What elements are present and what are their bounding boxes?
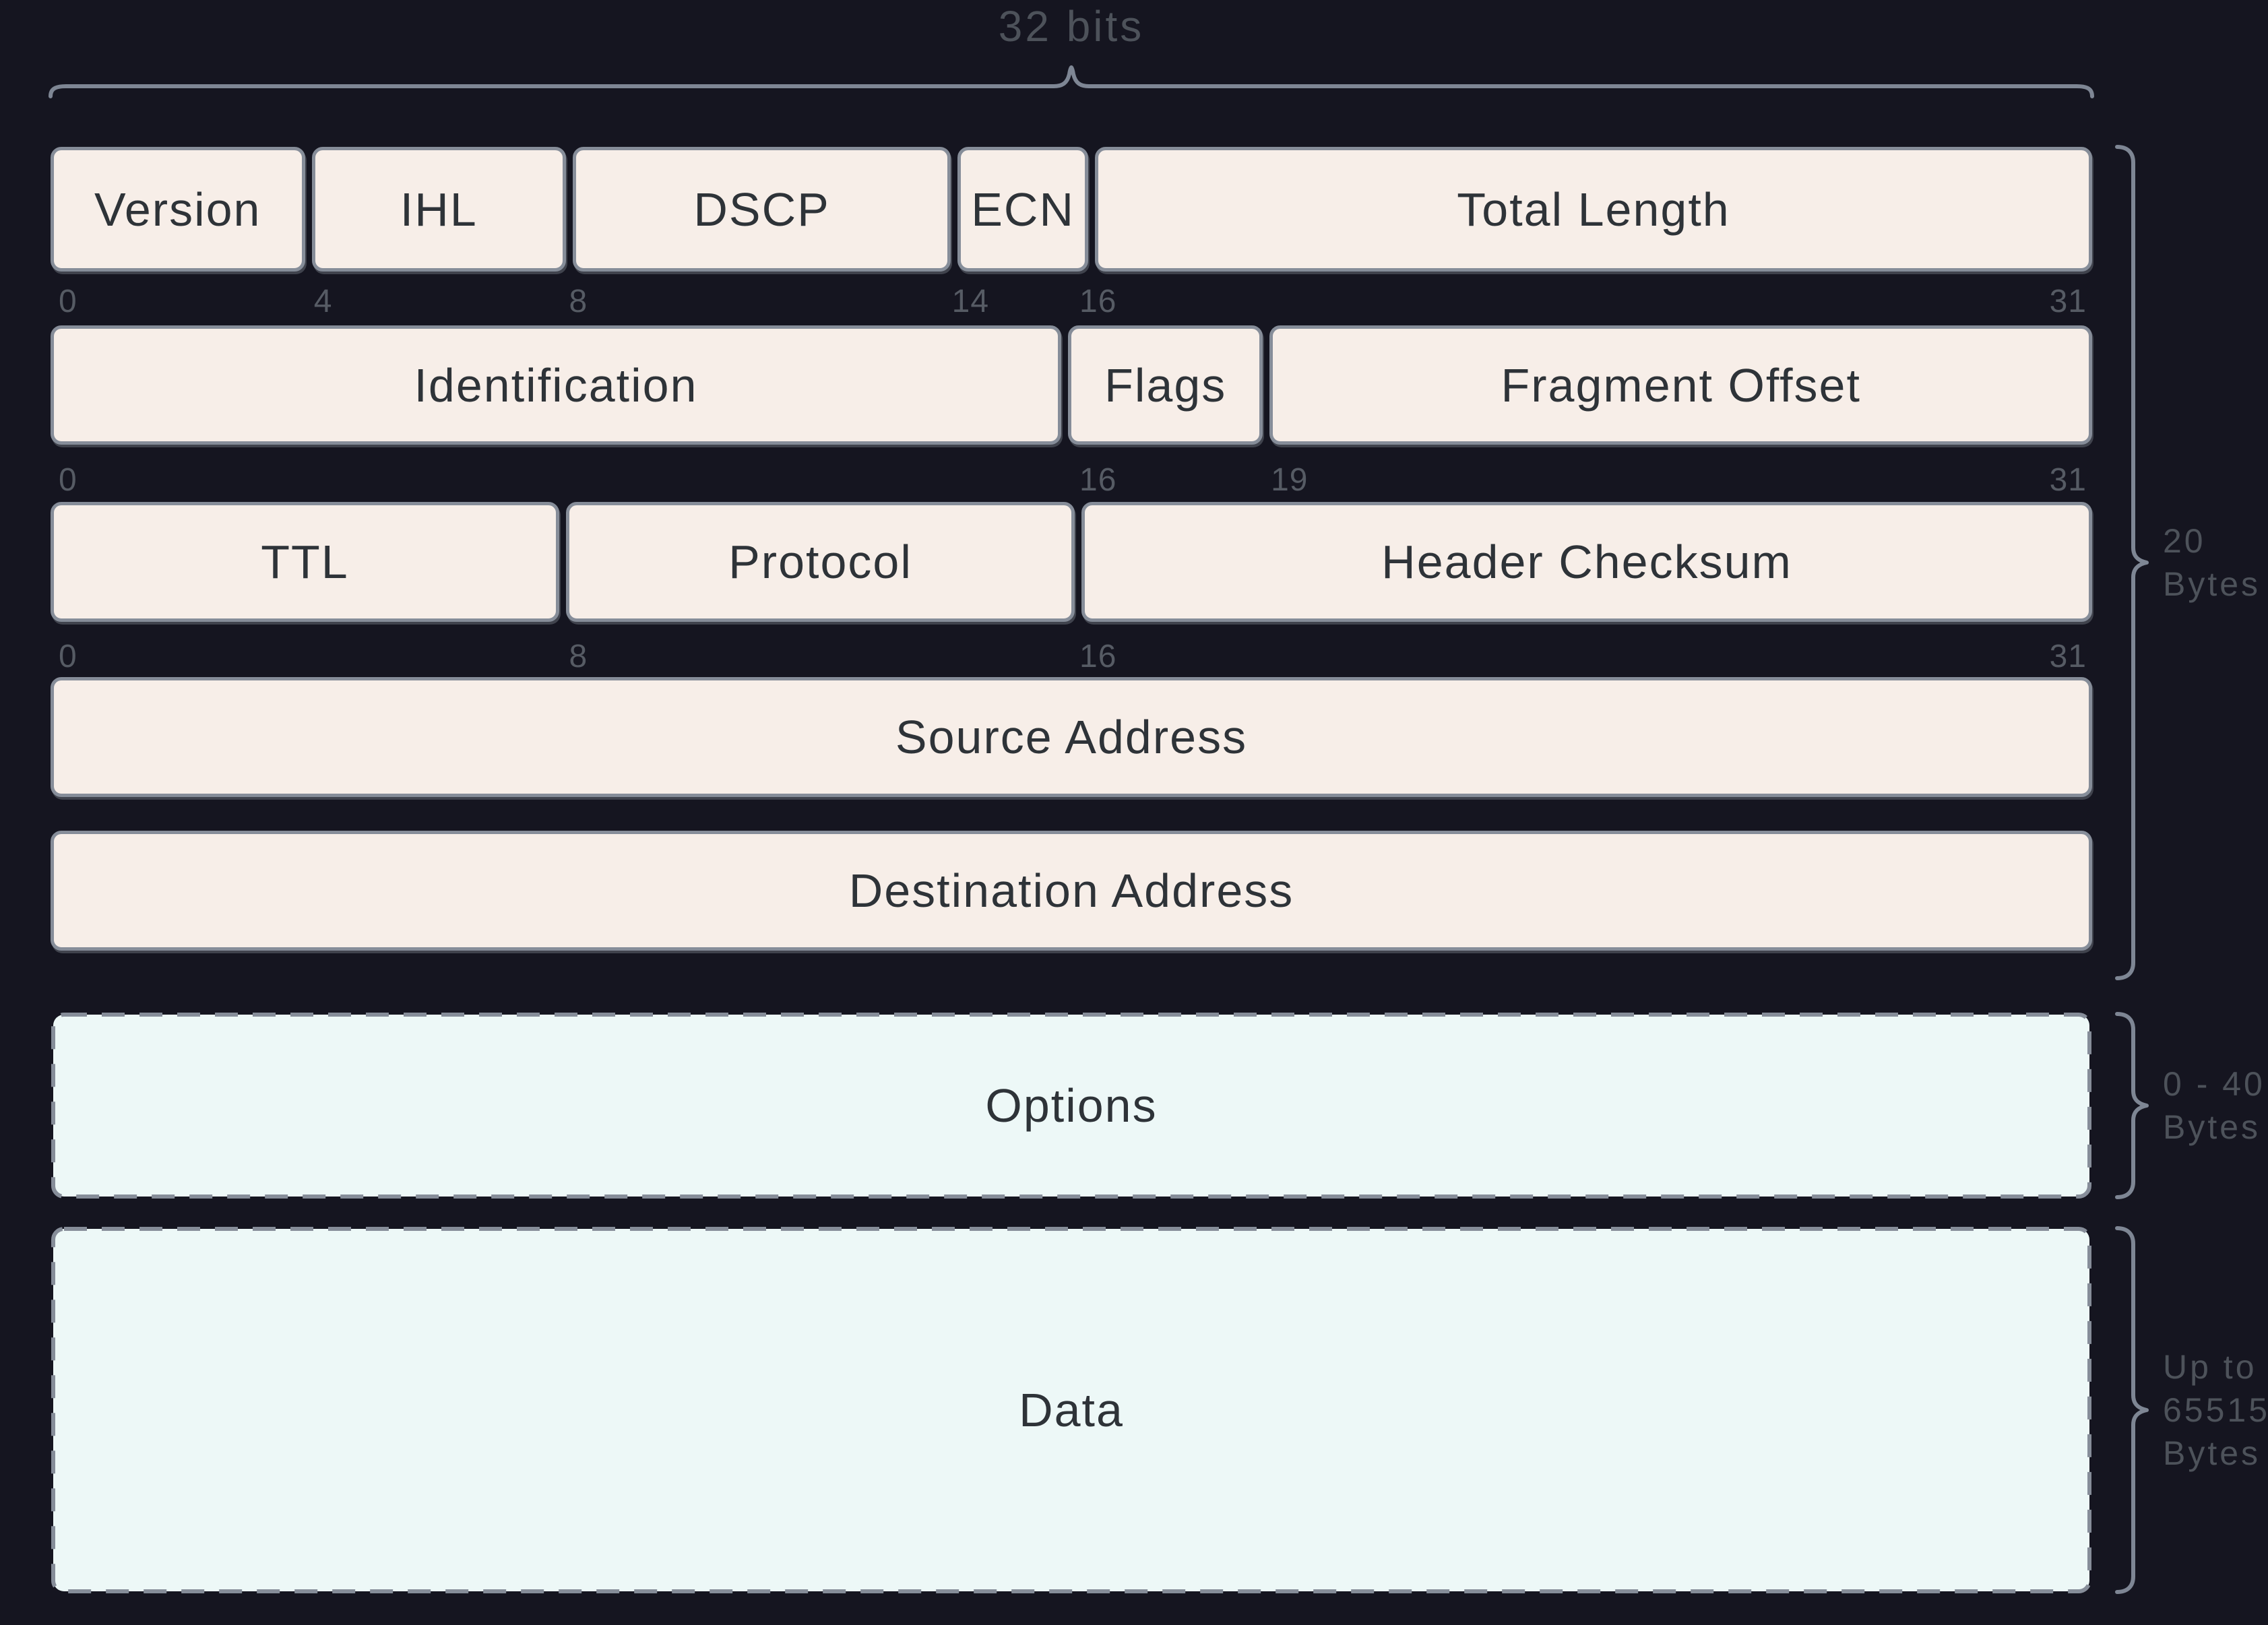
size-annotation-line: Up to [2163, 1348, 2257, 1386]
bit-row-1: Version IHL DSCP ECN Total Length [51, 147, 2092, 272]
field-header-checksum: Header Checksum [1081, 502, 2092, 622]
bits-width-brace [49, 65, 2094, 98]
bit-marker-row-2-31: 31 [2049, 462, 2087, 498]
size-annotation-line: 65515 [2163, 1391, 2268, 1429]
bit-marker-row-3-31: 31 [2049, 639, 2087, 674]
field-dscp: DSCP [573, 147, 951, 272]
brace-options-size [2114, 1012, 2152, 1199]
dashed-border [51, 1013, 2091, 1199]
bit-row-4: Source Address [51, 677, 2092, 797]
field-label: TTL [261, 536, 349, 588]
bit-row-5: Destination Address [51, 831, 2092, 951]
field-label: Data [1019, 1384, 1124, 1436]
bit-marker-row-3-0: 0 [59, 639, 77, 674]
bit-row-3: TTL Protocol Header Checksum [51, 502, 2092, 622]
bit-marker-row-2-0: 0 [59, 462, 77, 498]
bits-width-label: 32 bits [998, 2, 1145, 51]
field-label: Flags [1104, 358, 1227, 412]
field-ttl: TTL [51, 502, 559, 622]
size-annotation-line: 0 - 40 [2163, 1065, 2265, 1103]
bit-marker-row-2-16: 16 [1079, 462, 1117, 498]
field-ihl: IHL [311, 147, 566, 272]
field-label: Fragment Offset [1501, 358, 1861, 412]
bit-marker-row-1-0: 0 [59, 284, 77, 319]
size-annotation-line: Bytes [2163, 1434, 2261, 1472]
field-ecn: ECN [957, 147, 1088, 272]
bit-marker-row-1-4: 4 [313, 284, 333, 319]
field-label: Version [94, 183, 261, 236]
bit-marker-row-3-16: 16 [1079, 639, 1117, 674]
size-annotation-line: 20 [2163, 522, 2206, 560]
field-label: IHL [400, 183, 478, 236]
field-destination-address: Destination Address [51, 831, 2092, 951]
field-label: Options [985, 1079, 1158, 1132]
brace-header-size [2114, 145, 2152, 980]
bit-marker-row-1-31: 31 [2049, 284, 2087, 319]
field-fragment-offset: Fragment Offset [1269, 325, 2092, 445]
bit-marker-row-2-19: 19 [1271, 462, 1309, 498]
field-label: Total Length [1457, 183, 1730, 236]
brace-data-size [2114, 1226, 2152, 1594]
bit-marker-row-1-8: 8 [569, 284, 588, 319]
size-annotation-line: Bytes [2163, 1108, 2261, 1146]
field-identification: Identification [51, 325, 1061, 445]
field-label: Source Address [895, 711, 1248, 763]
size-annotation-options-size: 0 - 40 Bytes [2163, 1062, 2268, 1149]
bit-row-2: Identification Flags Fragment Offset [51, 325, 2092, 445]
size-annotation-line: Bytes [2163, 565, 2261, 603]
field-data: Data [51, 1226, 2092, 1594]
field-label: ECN [971, 183, 1075, 236]
field-version: Version [51, 147, 305, 272]
field-label: Protocol [728, 536, 912, 588]
field-source-address: Source Address [51, 677, 2092, 797]
dashed-border [51, 1227, 2091, 1593]
field-protocol: Protocol [566, 502, 1075, 622]
field-label: DSCP [693, 183, 830, 236]
bit-marker-row-1-14: 14 [951, 284, 990, 319]
field-options: Options [51, 1012, 2092, 1199]
field-label: Destination Address [848, 864, 1294, 917]
bit-marker-row-1-16: 16 [1079, 284, 1117, 319]
field-flags: Flags [1068, 325, 1263, 445]
field-total-length: Total Length [1095, 147, 2092, 272]
bit-marker-row-3-8: 8 [569, 639, 588, 674]
field-label: Header Checksum [1381, 536, 1792, 588]
field-label: Identification [414, 358, 698, 412]
